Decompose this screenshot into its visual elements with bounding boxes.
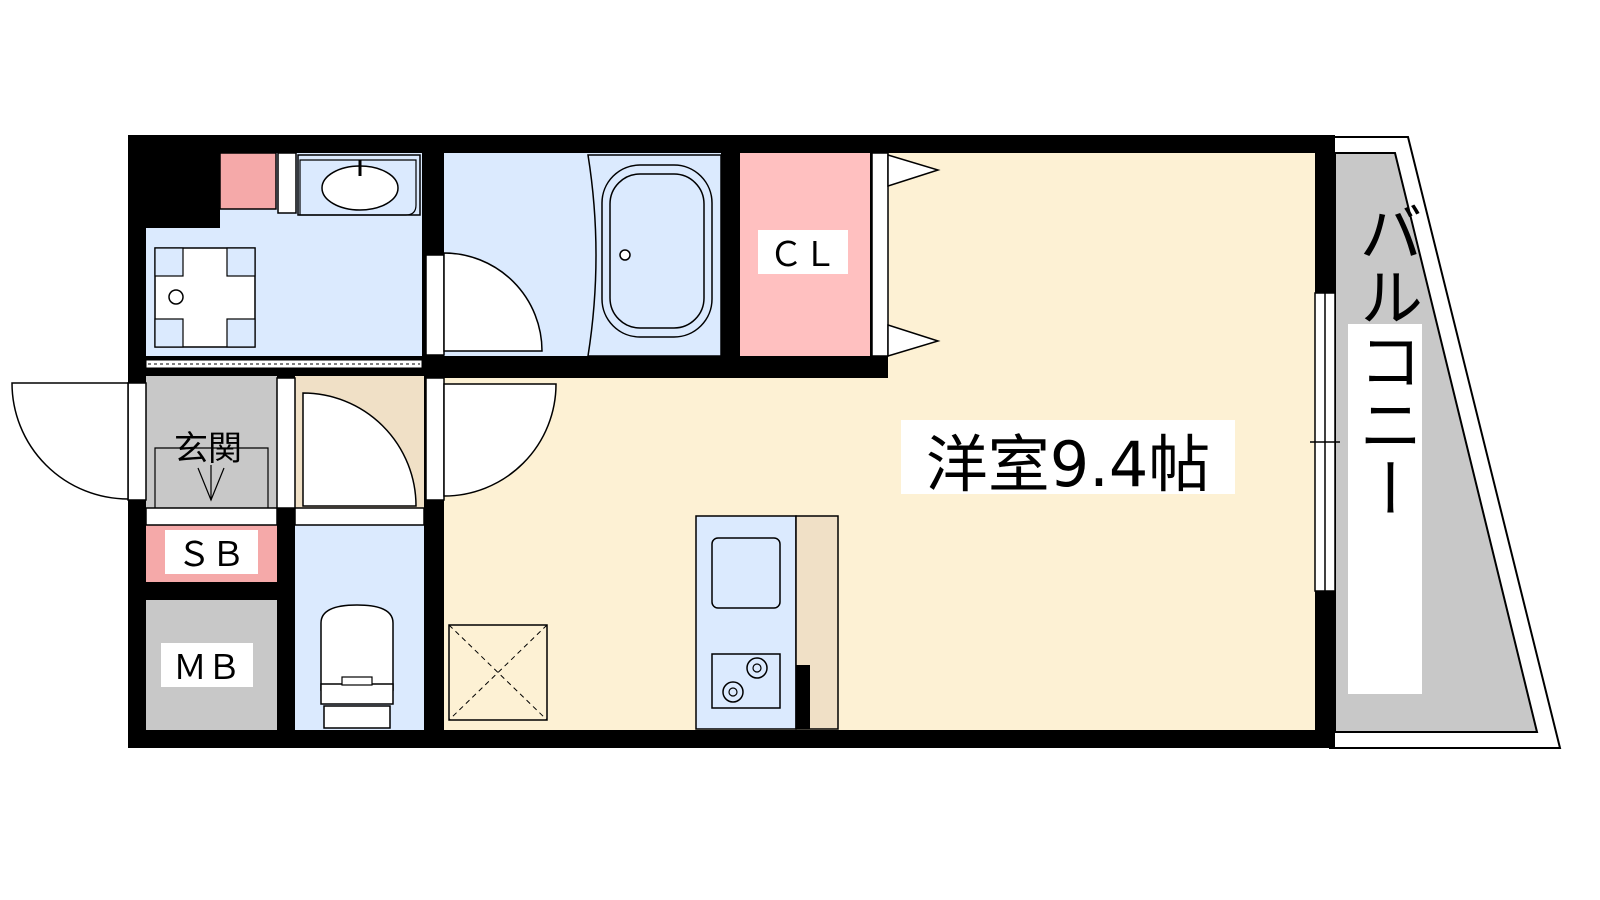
toilet <box>320 604 394 729</box>
closet-label: ＣＬ <box>758 230 848 275</box>
closet-doors <box>887 153 941 358</box>
shoe-box-label: ＳＢ <box>165 530 258 575</box>
washbasin <box>297 154 421 216</box>
balcony-label: バルコニー <box>1348 200 1422 694</box>
washing-machine-pan <box>154 247 256 348</box>
svg-text:ＭＢ: ＭＢ <box>173 648 241 688</box>
svg-text:ＳＢ: ＳＢ <box>177 535 245 575</box>
western-room-label: 洋室9.4帖 <box>901 420 1235 501</box>
living-door <box>443 383 557 497</box>
entrance-step-marker <box>154 447 269 508</box>
bathroom-door <box>443 252 543 352</box>
meter-box-label: ＭＢ <box>161 643 253 688</box>
bathtub <box>587 154 722 357</box>
svg-text:バルコニー: バルコニー <box>1348 200 1422 520</box>
western-room-floor <box>444 153 1315 730</box>
svg-text:洋室9.4帖: 洋室9.4帖 <box>926 428 1211 501</box>
entrance-label: 玄関 <box>174 429 242 469</box>
svg-text:ＣＬ: ＣＬ <box>769 235 837 275</box>
svg-text:玄関: 玄関 <box>174 429 242 469</box>
front-door <box>11 382 129 500</box>
toilet-door <box>302 392 417 507</box>
kitchen-counter <box>695 515 839 730</box>
refrigerator-space <box>448 624 548 721</box>
